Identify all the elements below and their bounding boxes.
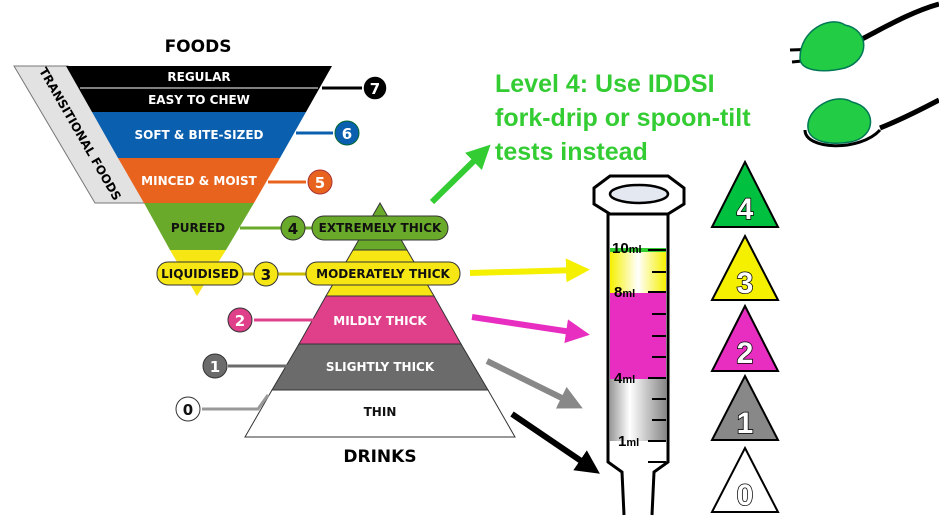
band-regular — [66, 66, 332, 112]
pill-moderately-thick — [305, 261, 461, 286]
badge-level-1 — [710, 373, 780, 441]
badge-level-0 — [710, 445, 780, 513]
level-7-number: 7 — [370, 80, 380, 98]
badge-level-3-number: 3 — [737, 267, 754, 300]
level-1-number: 1 — [210, 358, 220, 376]
mark-4ml: 4ml — [614, 370, 635, 387]
note-line-3: tests instead — [495, 138, 648, 166]
puree-on-spoon — [807, 98, 872, 144]
level-1-circle — [202, 353, 228, 379]
badge-level-2 — [710, 303, 780, 372]
label-mildly-thick: MILDLY THICK — [333, 314, 427, 328]
arrow-pink — [471, 314, 590, 344]
pill-liquidised — [156, 261, 244, 286]
spoon-icon — [803, 97, 939, 148]
level-3-number: 3 — [261, 266, 271, 284]
badge-level-3 — [710, 233, 780, 301]
level-5-number: 5 — [315, 174, 325, 192]
level-2-circle — [227, 307, 253, 333]
arrow-grey — [485, 358, 583, 409]
level-6-number: 6 — [342, 125, 352, 143]
drinks-title: DRINKS — [343, 447, 416, 467]
arrows — [429, 144, 600, 474]
band-pureed — [144, 203, 254, 250]
band-minced-moist — [118, 158, 280, 203]
fork-icon — [789, 1, 939, 72]
label-extremely-thick: EXTREMELY THICK — [319, 221, 442, 235]
level-6-circle — [334, 120, 360, 146]
label-liquidised: LIQUIDISED — [161, 267, 239, 281]
label-pureed: PUREED — [171, 221, 225, 235]
note-line-1: Level 4: Use IDDSI — [495, 70, 715, 98]
level-0-number: 0 — [183, 401, 193, 419]
level-5-circle — [307, 169, 333, 195]
puree-on-fork — [799, 21, 865, 72]
arrow-yellow — [469, 258, 590, 283]
badge-level-0-number: 0 — [737, 479, 754, 512]
label-minced-moist: MINCED & MOIST — [141, 174, 257, 188]
pill-extremely-thick — [311, 215, 449, 241]
label-thin: THIN — [364, 405, 397, 419]
mark-10ml: 10ml — [612, 240, 642, 257]
badge-level-1-number: 1 — [737, 407, 754, 440]
level-connectors: EXTREMELY THICK MODERATELY THICK LIQUIDI… — [156, 75, 461, 422]
badge-level-4 — [710, 159, 780, 228]
badge-level-4-number: 4 — [737, 193, 754, 226]
level-4-number: 4 — [288, 220, 298, 238]
band-thin — [244, 389, 516, 438]
level-4-circle — [280, 215, 306, 241]
foods-title: FOODS — [165, 37, 232, 57]
level-badges: 4 3 2 1 0 — [710, 159, 780, 513]
level-2-number: 2 — [235, 312, 245, 330]
label-easy-to-chew: EASY TO CHEW — [148, 93, 250, 107]
level-3-circle — [253, 261, 279, 287]
level-0-circle — [175, 396, 201, 422]
label-slightly-thick: SLIGHTLY THICK — [326, 360, 435, 374]
badge-level-2-number: 2 — [737, 337, 754, 370]
arrow-green — [429, 144, 491, 205]
level-7-circle — [362, 75, 388, 101]
mark-8ml: 8ml — [614, 284, 635, 301]
mark-1ml: 1ml — [618, 433, 639, 450]
syringe: 10ml 8ml 4ml 1ml — [592, 174, 686, 516]
label-soft-bite-sized: SOFT & BITE-SIZED — [135, 128, 264, 142]
label-moderately-thick: MODERATELY THICK — [316, 267, 450, 281]
label-regular: REGULAR — [167, 70, 230, 84]
note-line-2: fork-drip or spoon-tilt — [495, 104, 751, 132]
arrow-black — [510, 411, 600, 474]
band-soft-bite-sized — [92, 112, 306, 158]
